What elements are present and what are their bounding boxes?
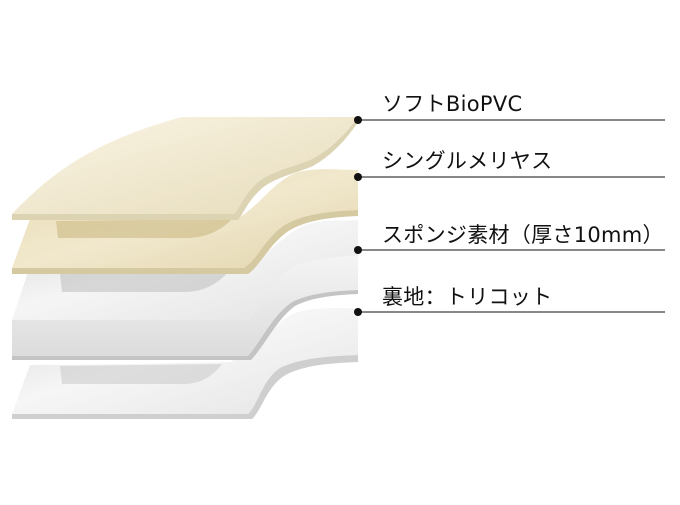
label-soft-biopvc: ソフトBioPVC — [382, 92, 523, 116]
pvc-layer — [12, 117, 358, 220]
leader-dot-sponge — [354, 246, 362, 254]
leader-dot-tricot — [354, 308, 362, 316]
label-sponge: スポンジ素材（厚さ10mm） — [382, 223, 664, 247]
leader-lines — [354, 116, 665, 316]
label-single-knit: シングルメリヤス — [382, 149, 553, 173]
sponge-layer — [12, 220, 358, 360]
label-tricot-backing: 裏地：トリコット — [382, 285, 553, 309]
tricot-layer — [12, 308, 358, 419]
leader-dot-knit — [354, 173, 362, 181]
leader-dot-pvc — [354, 116, 362, 124]
